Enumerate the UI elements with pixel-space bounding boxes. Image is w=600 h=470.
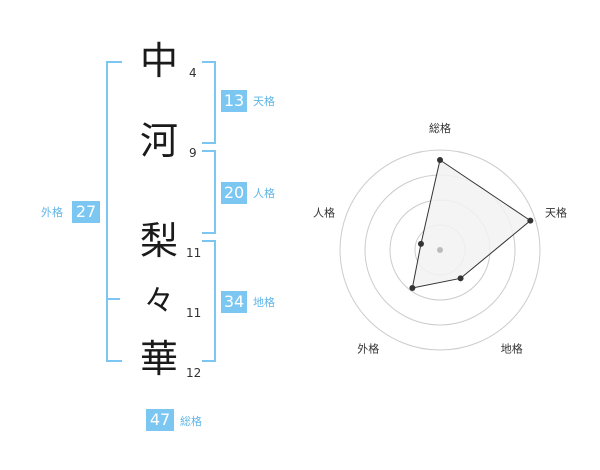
- stroke-count-2: 9: [189, 146, 197, 160]
- name-char-1: 中: [139, 39, 178, 83]
- tenkaku-label: 天格: [253, 95, 275, 108]
- tenkaku-bracket: [202, 61, 216, 144]
- name-char-2: 河: [139, 119, 178, 163]
- jinkaku-label: 人格: [253, 187, 275, 200]
- gaikaku-bracket: [106, 61, 122, 362]
- radar-point-2: [527, 217, 534, 224]
- stroke-count-5: 12: [186, 366, 202, 380]
- radar-axis-label-1: 総格: [429, 121, 451, 135]
- name-char-4: 々: [144, 284, 174, 319]
- tenkaku-value: 13: [221, 90, 247, 112]
- stroke-count-4: 11: [186, 306, 202, 320]
- radar-axis-label-3: 地格: [501, 342, 523, 356]
- radar-ring-4: [339, 149, 541, 351]
- chikaku-value: 34: [221, 291, 247, 313]
- jinkaku-value: 20: [221, 182, 247, 204]
- radar-polygon: [411, 159, 532, 289]
- radar-axis-label-2: 天格: [545, 205, 567, 219]
- chikaku-bracket: [202, 240, 216, 362]
- stroke-count-1: 4: [189, 66, 197, 80]
- soukaku-value: 47: [146, 409, 174, 431]
- radar-point-5: [417, 240, 424, 247]
- gaikaku-value: 27: [72, 201, 100, 223]
- stroke-count-3: 11: [186, 246, 202, 260]
- radar-axis-label-4: 外格: [357, 342, 379, 356]
- name-char-3: 梨: [139, 219, 178, 263]
- name-char-5: 華: [139, 337, 178, 381]
- jinkaku-bracket: [202, 150, 216, 234]
- chikaku-label: 地格: [253, 296, 275, 309]
- radar-point-3: [457, 275, 464, 282]
- gaikaku-label: 外格: [41, 206, 63, 219]
- radar-point-1: [437, 157, 443, 163]
- radar-point-4: [409, 285, 416, 292]
- radar-axis-label-5: 人格: [313, 205, 335, 219]
- radar-center-dot: [437, 247, 443, 253]
- soukaku-label: 総格: [180, 415, 202, 428]
- gaikaku-bracket-mid: [106, 298, 120, 300]
